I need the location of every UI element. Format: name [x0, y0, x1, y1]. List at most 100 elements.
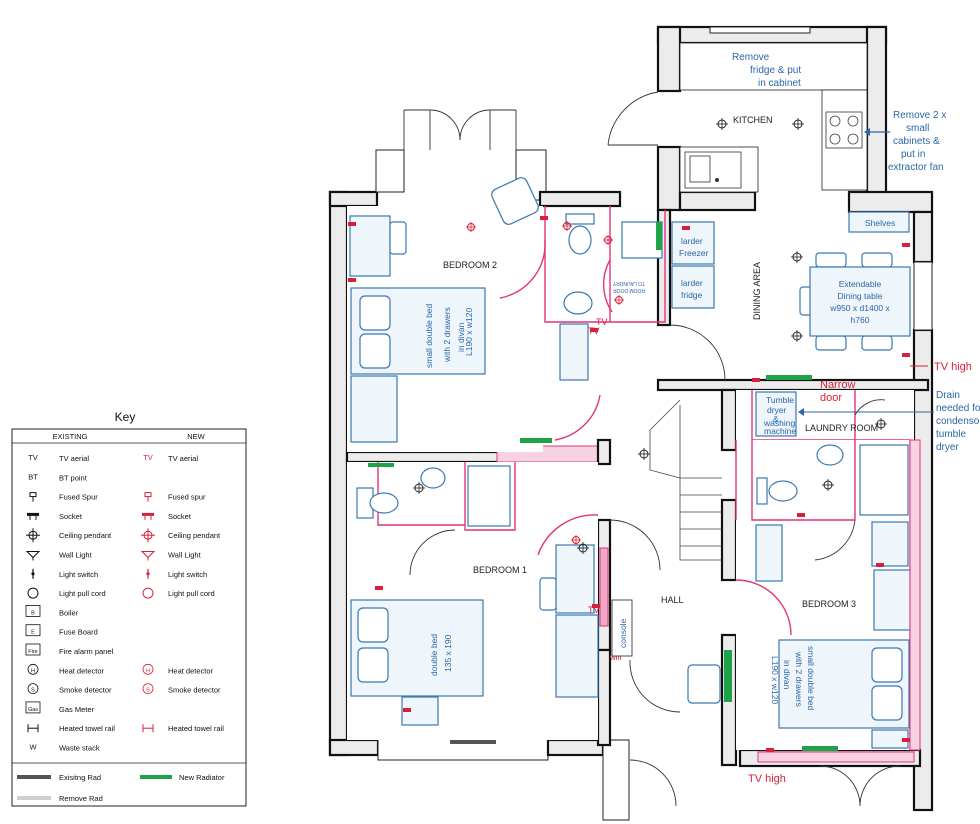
key-label-existing: Fire alarm panel [59, 647, 114, 656]
key-symbol: BT [28, 472, 38, 481]
socket-icon [27, 512, 39, 516]
tumble-2: dryer [767, 405, 787, 415]
socket-icon [797, 513, 805, 517]
hall: HALL console [554, 394, 732, 807]
key-label-existing: Fused Spur [59, 493, 98, 502]
key-label-new: Smoke detector [168, 686, 221, 695]
laundry-label: LAUNDRY ROOM [805, 423, 878, 433]
key-label-new: Heated towel rail [168, 724, 224, 733]
socket-icon [902, 353, 910, 357]
note-cabinets-1: Remove 2 x [893, 110, 946, 121]
key-label-existing: Heat detector [59, 666, 105, 675]
bed3-line-3: in divan [782, 660, 792, 690]
radiators [368, 438, 609, 627]
socket-icon [766, 748, 774, 752]
key-label-new: Fused spur [168, 493, 206, 502]
table-line-3: w950 x d1400 x [829, 303, 890, 313]
socket-icon [902, 243, 910, 247]
narrow-door-1: Narrow [820, 379, 856, 391]
key-symbol: H [31, 668, 35, 674]
kitchen: Remove fridge & put in cabinet KITCHEN R… [607, 42, 946, 193]
bed2-line-1: small double bed [424, 303, 434, 368]
drain-2: needed for [936, 403, 980, 414]
drain-4: tumble [936, 429, 966, 440]
note-remove-fridge-1: Remove [732, 52, 770, 63]
narrow-door-2: door [820, 392, 842, 404]
tumble-5: machine [764, 426, 796, 436]
key-new-header: NEW [187, 432, 205, 441]
key-symbol: W [29, 743, 37, 752]
remove-rad-swatch [17, 796, 51, 800]
note-cabinets-3: cabinets & [893, 136, 940, 147]
key-symbol: TV [28, 453, 38, 462]
bedroom-1: BEDROOM 1 double bed 135 x 190 wifi TV [347, 462, 622, 744]
bed2-line-2: with 2 drawers [442, 307, 452, 363]
key-label-new: Light switch [168, 570, 207, 579]
existing-rad-swatch [17, 775, 51, 779]
key-symbol: E [31, 630, 35, 636]
key-label-new: Heat detector [168, 666, 214, 675]
key-existing-rad: Exisitng Rad [59, 773, 101, 782]
key-symbol: Gas [28, 707, 38, 713]
laundry-room: Tumble dryer & washing machine LAUNDRY R… [736, 375, 980, 453]
wall-light-icon [25, 551, 41, 559]
shelves-label: Shelves [865, 218, 895, 228]
socket-icon [142, 512, 154, 516]
note-remove-fridge-2: fridge & put [750, 65, 801, 76]
key-label-existing: Wall Light [59, 551, 93, 560]
tv-bed3: TV [596, 317, 608, 327]
socket-icon [682, 226, 690, 230]
socket-icon [590, 328, 598, 332]
socket-icon [348, 278, 356, 282]
key-label-existing: Waste stack [59, 744, 100, 753]
hall-label: HALL [661, 595, 684, 605]
key-label-new: Wall Light [168, 551, 202, 560]
key-label-existing: Gas Meter [59, 705, 95, 714]
kitchen-label: KITCHEN [733, 115, 773, 125]
dining-table [809, 266, 911, 337]
key-row: Wall Light Wall Light [25, 551, 202, 561]
key-label-new: Ceiling pendant [168, 531, 221, 540]
key-symbol: S [146, 688, 150, 694]
note-cabinets-4: put in [901, 149, 925, 160]
hob-icon [825, 111, 863, 149]
note-remove-fridge-3: in cabinet [758, 78, 801, 89]
key-title: Key [115, 410, 136, 424]
larder-freezer-2: Freezer [679, 248, 708, 258]
bed2-line-4: L190 x w120 [464, 308, 474, 356]
light-pull-cord-icon [142, 587, 154, 599]
table-line-2: Dining table [838, 291, 883, 301]
ceiling-pendants [413, 118, 887, 554]
key-new-radiator: New Radiator [179, 773, 225, 782]
drain-3: condensor [936, 416, 980, 427]
larder-freezer-1: larder [681, 236, 703, 246]
bedroom3-label: BEDROOM 3 [802, 599, 856, 609]
wall-light-icon [140, 551, 156, 559]
socket-icon [752, 378, 760, 382]
bed1-line-2: 135 x 190 [443, 634, 453, 672]
note-cabinets-2: small [906, 123, 929, 134]
new-sockets [348, 216, 910, 752]
larder-fridge-1: larder [681, 278, 703, 288]
key-existing-header: EXISTING [52, 432, 87, 441]
bed3-line-4: L190 x w120 [770, 656, 780, 704]
tumble-3: & [773, 414, 779, 424]
key-label-existing: Boiler [59, 608, 79, 617]
socket-icon [403, 708, 411, 712]
dining-label: DINING AREA [752, 262, 762, 320]
key-row: Gas Gas Meter [25, 701, 95, 714]
key-label-new: Light pull cord [168, 589, 215, 598]
to-laundry-2: ROOM DOOR [613, 287, 645, 293]
socket-icon [540, 216, 548, 220]
tv-high-right: TV high [934, 361, 972, 373]
key-symbol: Fire [28, 649, 37, 655]
bed3-line-1: small double bed [806, 646, 816, 711]
